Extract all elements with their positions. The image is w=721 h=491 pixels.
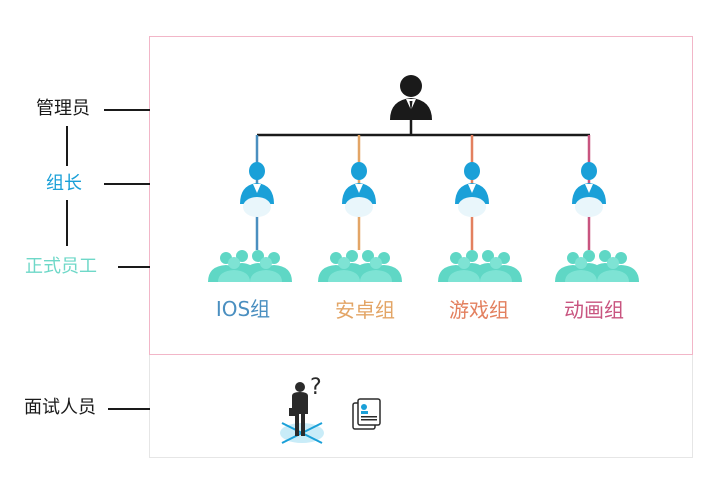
staff-group-icon: [208, 250, 639, 282]
leader-person-icon: [240, 162, 606, 217]
group-label-game: 游戏组: [449, 298, 509, 322]
manager-person-icon: [390, 75, 432, 120]
role-label-staff: 正式员工: [25, 256, 97, 277]
svg-text:?: ?: [310, 375, 322, 400]
resume-document-icon: [352, 398, 381, 430]
interviewee-question-icon: ?: [280, 375, 324, 444]
group-label-android: 安卓组: [335, 298, 395, 322]
group-label-ios: IOS组: [215, 297, 271, 321]
group-label-animation: 动画组: [564, 298, 624, 322]
role-label-leader: 组长: [46, 173, 82, 194]
tree-connectors: [255, 118, 591, 250]
role-label-interviewee: 面试人员: [24, 397, 96, 418]
label-connectors: [66, 109, 150, 410]
role-label-admin: 管理员: [36, 98, 90, 119]
interviewee-panel: [149, 355, 693, 458]
